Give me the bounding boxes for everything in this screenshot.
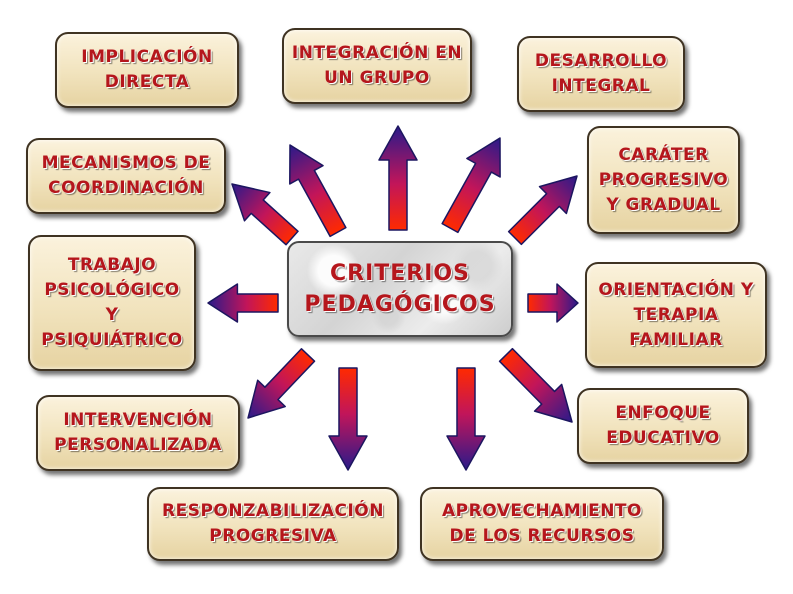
arrow-to-orientacion-y-terapia-familiar xyxy=(527,283,579,323)
arrow-to-integracion-en-un-grupo xyxy=(378,125,418,231)
center-node-label: CRITERIOS PEDAGÓGICOS xyxy=(304,261,496,317)
node-implicacion-directa: IMPLICACIÓN DIRECTA xyxy=(55,32,239,108)
node-desarrollo-integral: DESARROLLO INTEGRAL xyxy=(517,36,685,112)
node-caracter-progresivo-y-gradual: CARÁTER PROGRESIVO Y GRADUAL xyxy=(587,126,740,234)
node-orientacion-y-terapia-familiar: ORIENTACIÓN Y TERAPIA FAMILIAR xyxy=(585,262,767,368)
node-label: INTEGRACIÓN EN UN GRUPO xyxy=(291,43,463,88)
node-label: ORIENTACIÓN Y TERAPIA FAMILIAR xyxy=(598,279,754,350)
arrow-to-desarrollo-integral xyxy=(441,137,501,234)
node-responzabilizacion-progresiva: RESPONZABILIZACIÓN PROGRESIVA xyxy=(147,487,399,561)
node-label: INTERVENCIÓN PERSONALIZADA xyxy=(54,410,222,455)
center-node-criterios-pedagogicos: CRITERIOS PEDAGÓGICOS xyxy=(287,241,513,337)
node-enfoque-educativo: ENFOQUE EDUCATIVO xyxy=(577,388,749,464)
node-integracion-en-un-grupo: INTEGRACIÓN EN UN GRUPO xyxy=(282,28,472,104)
node-label: RESPONZABILIZACIÓN PROGRESIVA xyxy=(162,501,384,546)
node-trabajo-psicologico-y-psiquiatrico: TRABAJO PSICOLÓGICO Y PSIQUIÁTRICO xyxy=(28,235,196,371)
node-label: ENFOQUE EDUCATIVO xyxy=(606,403,720,448)
arrow-to-trabajo-psicologico-y-psiquiatrico xyxy=(207,283,279,323)
arrow-to-caracter-progresivo-y-gradual xyxy=(507,175,578,246)
node-label: MECANISMOS DE COORDINACIÓN xyxy=(41,153,211,198)
node-label: IMPLICACIÓN DIRECTA xyxy=(81,47,213,92)
node-label: APROVECHAMIENTO DE LOS RECURSOS xyxy=(442,501,642,546)
arrow-to-mecanismos-de-coordinacion xyxy=(231,183,299,246)
arrow-to-responzabilizacion-progresiva xyxy=(328,367,368,471)
node-label: CARÁTER PROGRESIVO Y GRADUAL xyxy=(598,144,729,215)
node-intervencion-personalizada: INTERVENCIÓN PERSONALIZADA xyxy=(36,395,240,471)
arrow-to-enfoque-educativo xyxy=(498,347,573,423)
node-label: TRABAJO PSICOLÓGICO Y PSIQUIÁTRICO xyxy=(41,255,183,350)
node-mecanismos-de-coordinacion: MECANISMOS DE COORDINACIÓN xyxy=(26,138,226,214)
node-aprovechamiento-de-los-recursos: APROVECHAMIENTO DE LOS RECURSOS xyxy=(420,487,664,561)
node-label: DESARROLLO INTEGRAL xyxy=(534,51,668,96)
arrow-to-intervencion-personalizada xyxy=(247,348,316,419)
arrow-to-implicacion-directa xyxy=(289,144,347,238)
arrow-to-aprovechamiento-de-los-recursos xyxy=(446,367,486,471)
